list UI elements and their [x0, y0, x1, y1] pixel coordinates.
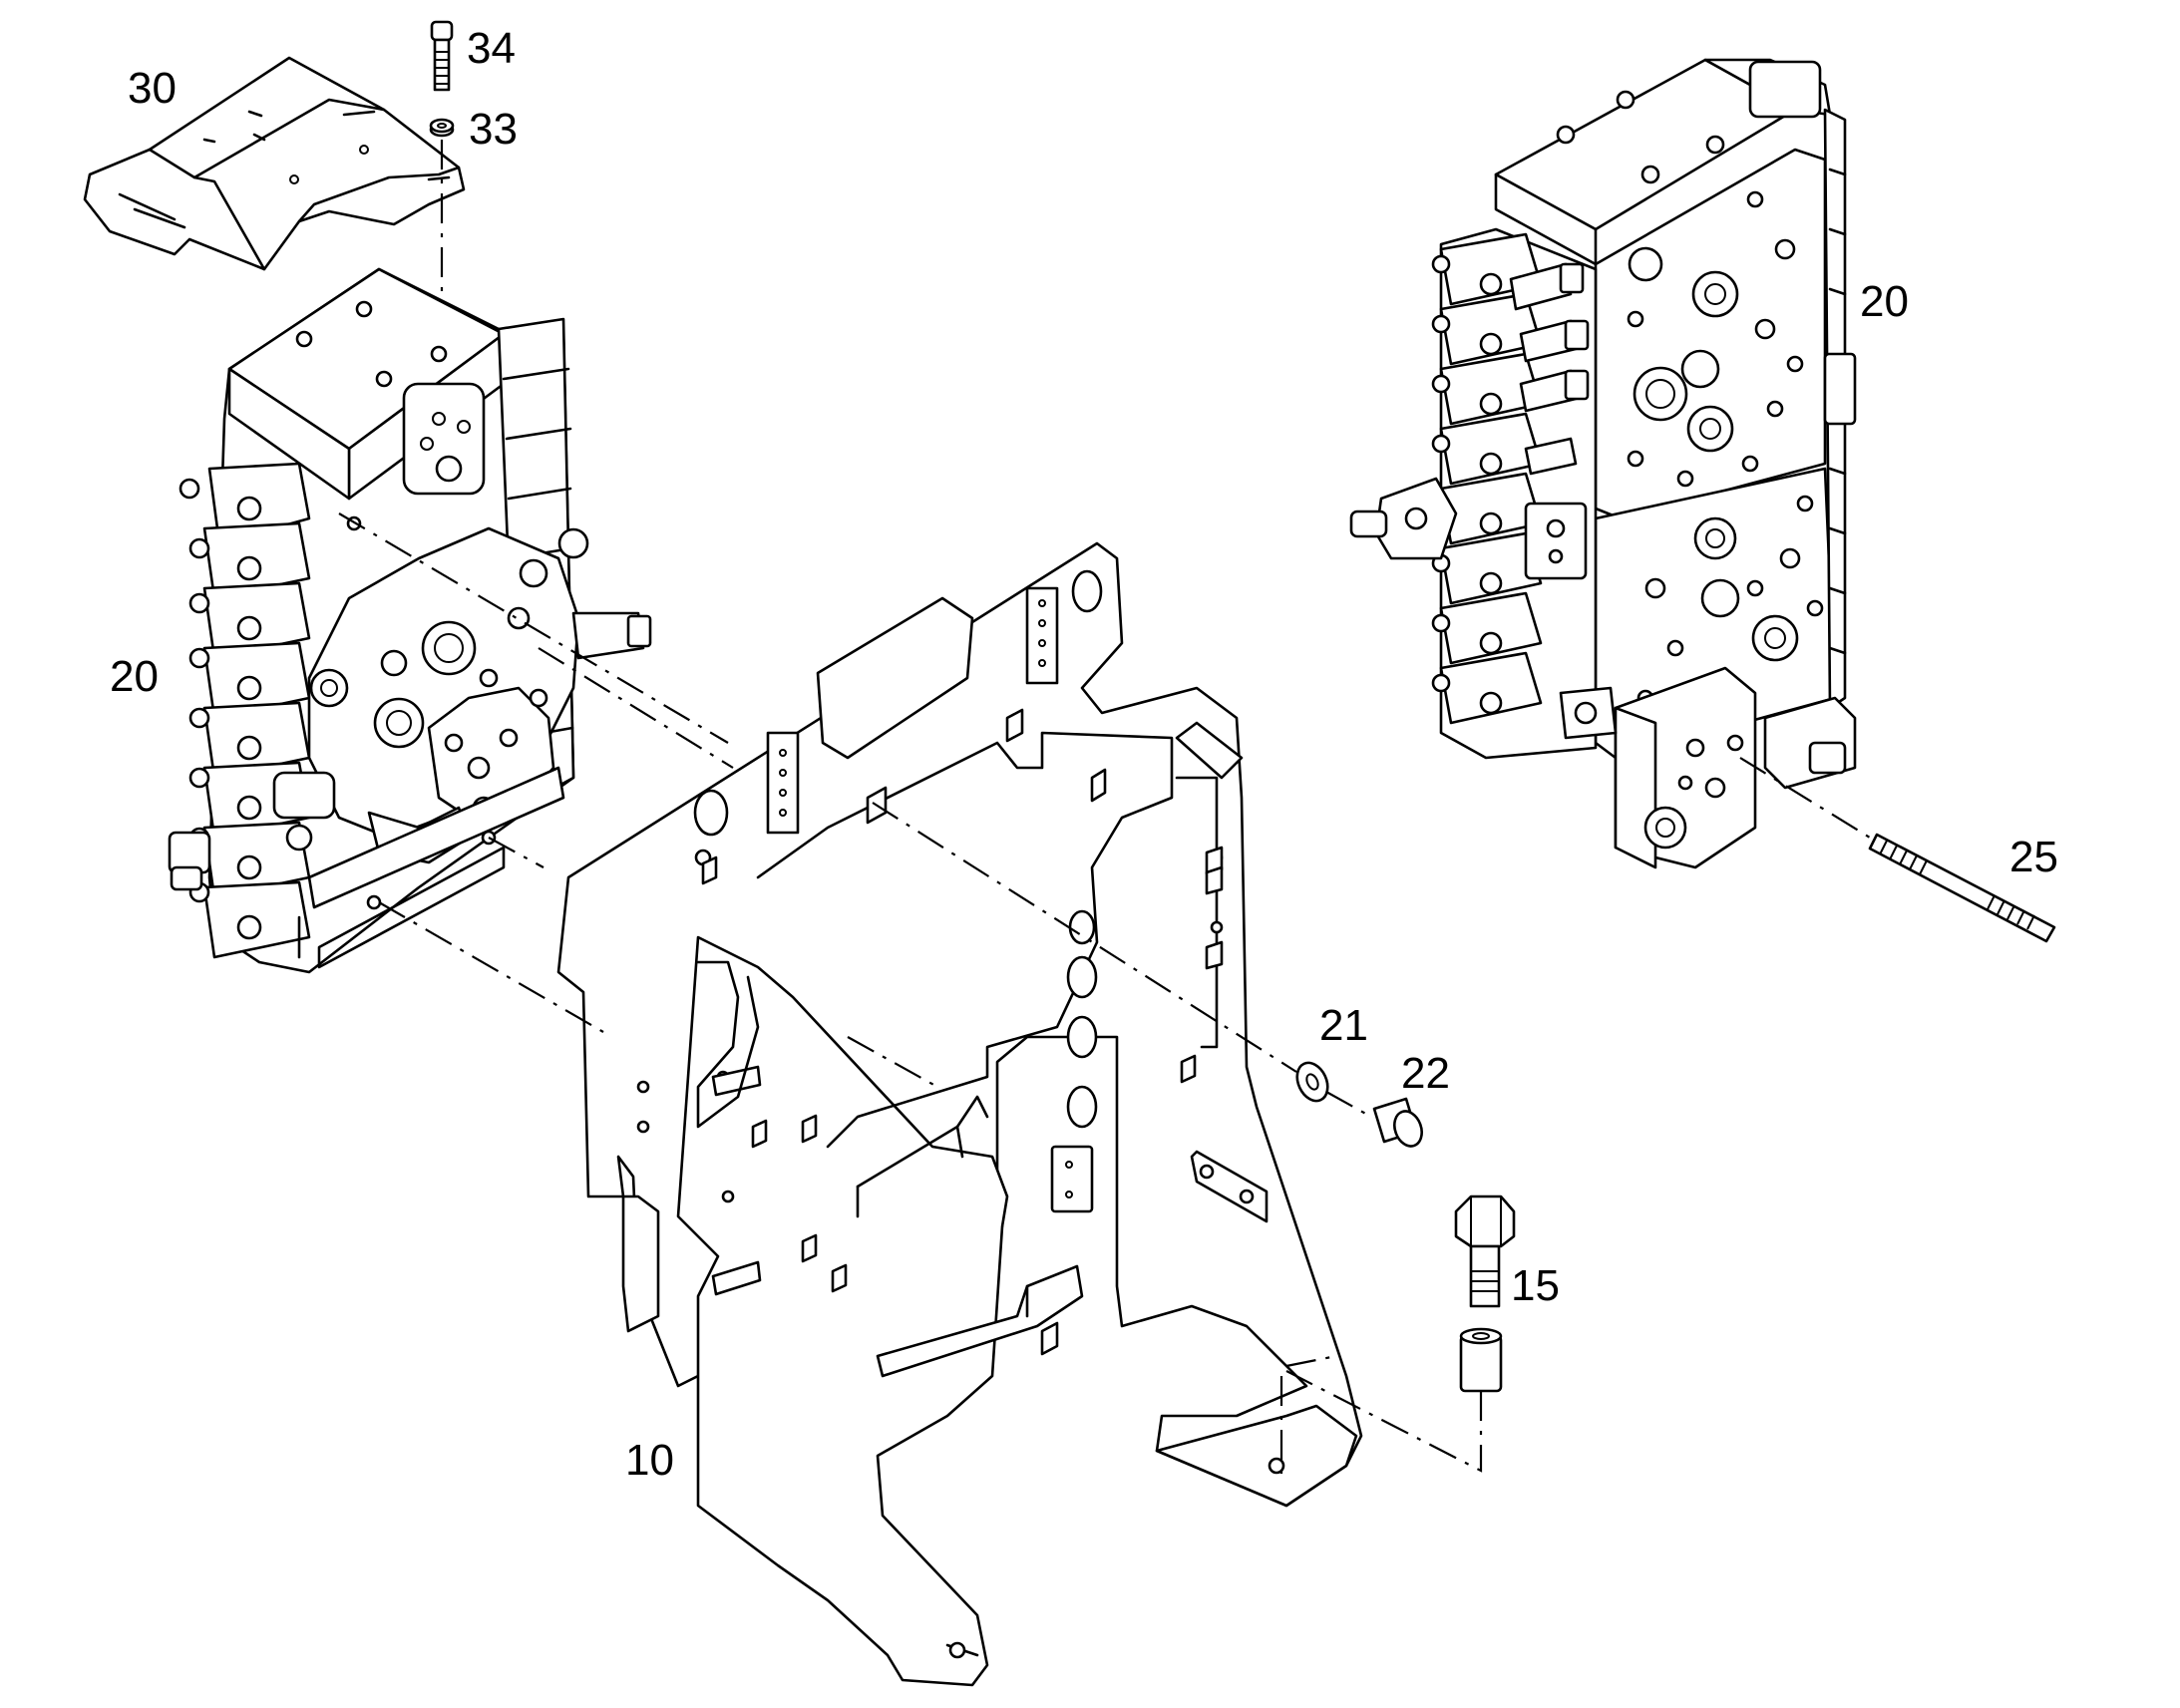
- callout-25: 25: [2009, 833, 2058, 881]
- callout-30: 30: [128, 64, 177, 113]
- callout-33: 33: [469, 105, 518, 154]
- part-20-valve-left: [168, 267, 652, 974]
- callout-20-left: 20: [110, 652, 159, 701]
- part-20-valve-right: [1349, 58, 1857, 869]
- part-15-spacer: [1459, 1327, 1503, 1393]
- callout-21: 21: [1319, 1001, 1368, 1050]
- callout-34: 34: [467, 24, 516, 73]
- callout-10: 10: [625, 1436, 674, 1485]
- callout-22: 22: [1401, 1049, 1450, 1098]
- valve-sections-left: [168, 462, 311, 959]
- part-22-bolt: [1372, 1097, 1423, 1148]
- assembly-dash-lines: [338, 512, 1483, 1476]
- right-valve-fittings: [1509, 262, 1590, 476]
- part-25-stud-bolt: [1868, 833, 2056, 943]
- part-30-bracket: [83, 56, 466, 271]
- callout-15: 15: [1511, 1261, 1560, 1310]
- part-34-screw: [430, 20, 454, 92]
- part-15-bolt: [1454, 1195, 1516, 1308]
- part-21-washer: [1295, 1061, 1329, 1103]
- part-10-frame: [556, 541, 1363, 1687]
- callout-20-right: 20: [1860, 277, 1909, 326]
- part-33-washer: [429, 118, 455, 138]
